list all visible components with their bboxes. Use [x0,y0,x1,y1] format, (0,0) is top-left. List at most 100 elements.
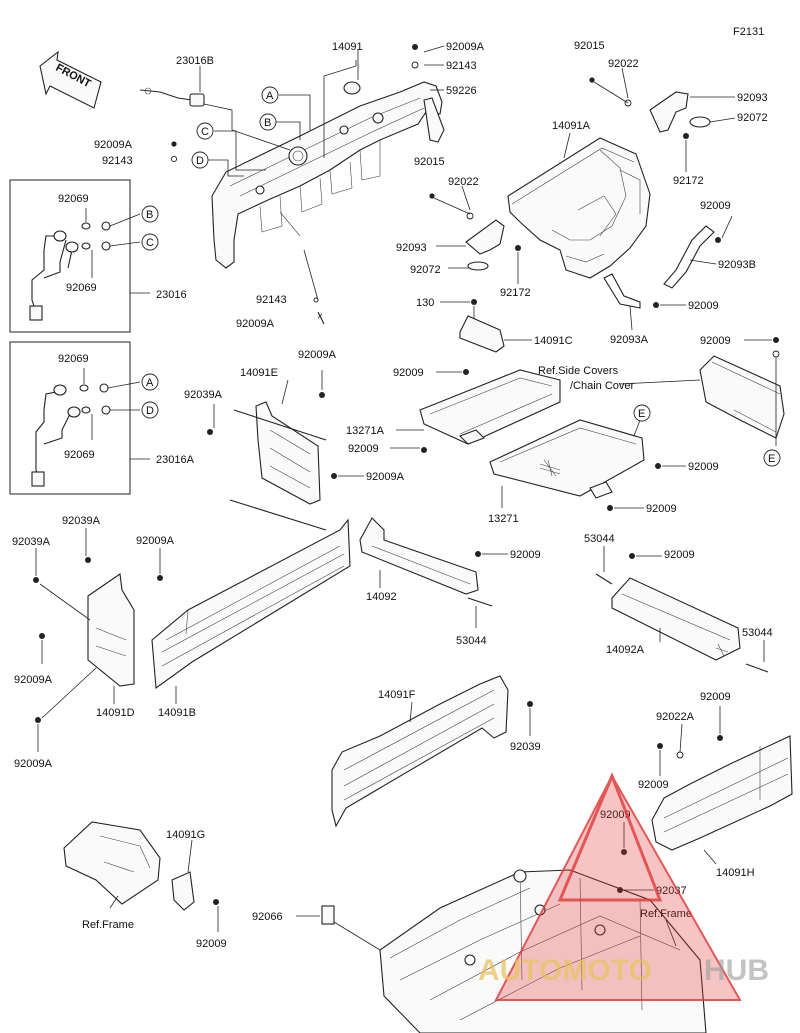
switch-23016B [139,87,205,107]
guard-14091E [207,370,364,531]
label-14091H: 14091H [716,867,755,879]
callout-a2-circle [141,373,159,391]
label-92093-top: 92093 [737,92,768,104]
label-92009A-top: 92009A [446,41,485,53]
label-92015-top: 92015 [574,40,605,52]
label-14091G: 14091G [166,829,205,841]
ref-chain-cover: /Chain Cover [570,380,635,392]
cover-14092 [359,517,508,628]
label-92009-b: 92009 [688,300,719,312]
callout-c2-circle [141,233,159,251]
callout-a2: A [146,377,154,389]
guard-14091B [151,518,351,704]
label-53044-b: 53044 [584,533,615,545]
label-92009A-e: 92009A [298,349,337,361]
label-92022-mid: 92022 [448,176,479,188]
label-92015-mid: 92015 [414,156,445,168]
label-92009-g: 92009 [700,335,731,347]
bracket-14091G [63,821,219,932]
figure-code: F2131 [733,26,764,38]
label-130: 130 [416,297,434,309]
callout-e-circle [633,404,651,422]
cap-59226 [343,81,361,95]
label-92039A-c: 92039A [12,536,51,548]
label-92009A-i: 92009A [14,758,53,770]
label-92143-top: 92143 [446,60,477,72]
label-92009-h: 92009 [510,549,541,561]
cover-14091C [459,299,532,353]
label-92172-top: 92172 [673,175,704,187]
front-arrow-icon: FRONT [39,50,102,109]
label-14091F: 14091F [378,689,416,701]
label-92009A-h: 92009A [14,674,53,686]
stay-92093B [663,215,733,289]
label-92009-m: 92009 [196,938,227,950]
harness-box-23016A [9,341,150,495]
label-53044-c: 53044 [742,627,773,639]
callout-c: C [201,126,209,138]
label-92009A-left: 92009A [94,139,133,151]
callout-b-circle [259,113,277,131]
label-92093B: 92093B [718,259,756,271]
label-92009-i: 92009 [664,549,695,561]
label-92009A-f: 92009A [366,471,405,483]
label-14091C: 14091C [534,335,573,347]
watermark-logo: AUTOMOTO HUB [478,771,769,1001]
label-92066: 92066 [252,911,283,923]
dash-panel-14091 [211,81,445,269]
floor-panel-13271A [390,369,561,453]
label-92009-e: 92009 [688,461,719,473]
label-13271: 13271 [488,513,519,525]
label-92143-left: 92143 [102,155,133,167]
floor-panel-13271 [489,419,686,511]
label-92143-mid: 92143 [256,294,287,306]
label-92009-f: 92009 [646,503,677,515]
side-cover-rail [699,337,785,446]
label-13271A: 13271A [346,425,385,437]
bracket-92093-top [589,67,736,172]
callout-d2: D [146,405,154,417]
label-92009-c: 92009 [393,367,424,379]
ref-frame-left: Ref.Frame [82,919,134,931]
label-92069-2: 92069 [66,282,97,294]
ref-side-covers: Ref.Side Covers [538,365,619,377]
label-14092: 14092 [366,591,397,603]
guard-14091F [331,675,533,828]
label-92009-l: 92009 [600,809,631,821]
label-14091B: 14091B [158,707,196,719]
bracket-92093-mid [429,185,521,284]
label-92093A: 92093A [610,334,649,346]
callout-b: B [264,117,271,129]
label-92009-j: 92009 [700,691,731,703]
callout-c2: C [146,237,154,249]
label-92022-top: 92022 [608,58,639,70]
callout-a: A [266,90,274,102]
bumper-92066 [321,905,335,925]
label-14091A: 14091A [552,120,591,132]
frame-assembly [296,869,707,1033]
callout-d-circle [191,151,209,169]
label-92072-top: 92072 [737,112,768,124]
callout-a-circle [261,86,279,104]
stay-92093A [603,273,686,331]
guard-14091D [33,528,135,752]
callout-e2-circle [763,449,781,467]
label-92072-mid: 92072 [410,264,441,276]
label-92009A-g: 92009A [136,535,175,547]
guard-14091H [621,706,793,865]
label-92039A-a: 92039A [184,389,223,401]
callout-b2-circle [141,205,159,223]
label-23016A: 23016A [156,454,195,466]
label-92069-3: 92069 [58,353,89,365]
label-92009A-mid: 92009A [236,318,275,330]
harness-box-23016 [9,179,150,333]
label-92009-d: 92009 [348,443,379,455]
callout-e: E [638,408,645,420]
label-14091D: 14091D [96,707,135,719]
label-92039A-b: 92039A [62,515,101,527]
label-92009-a: 92009 [700,200,731,212]
label-92069-4: 92069 [64,449,95,461]
label-92172-mid: 92172 [500,287,531,299]
label-23016: 23016 [156,289,187,301]
label-14092A: 14092A [606,644,645,656]
